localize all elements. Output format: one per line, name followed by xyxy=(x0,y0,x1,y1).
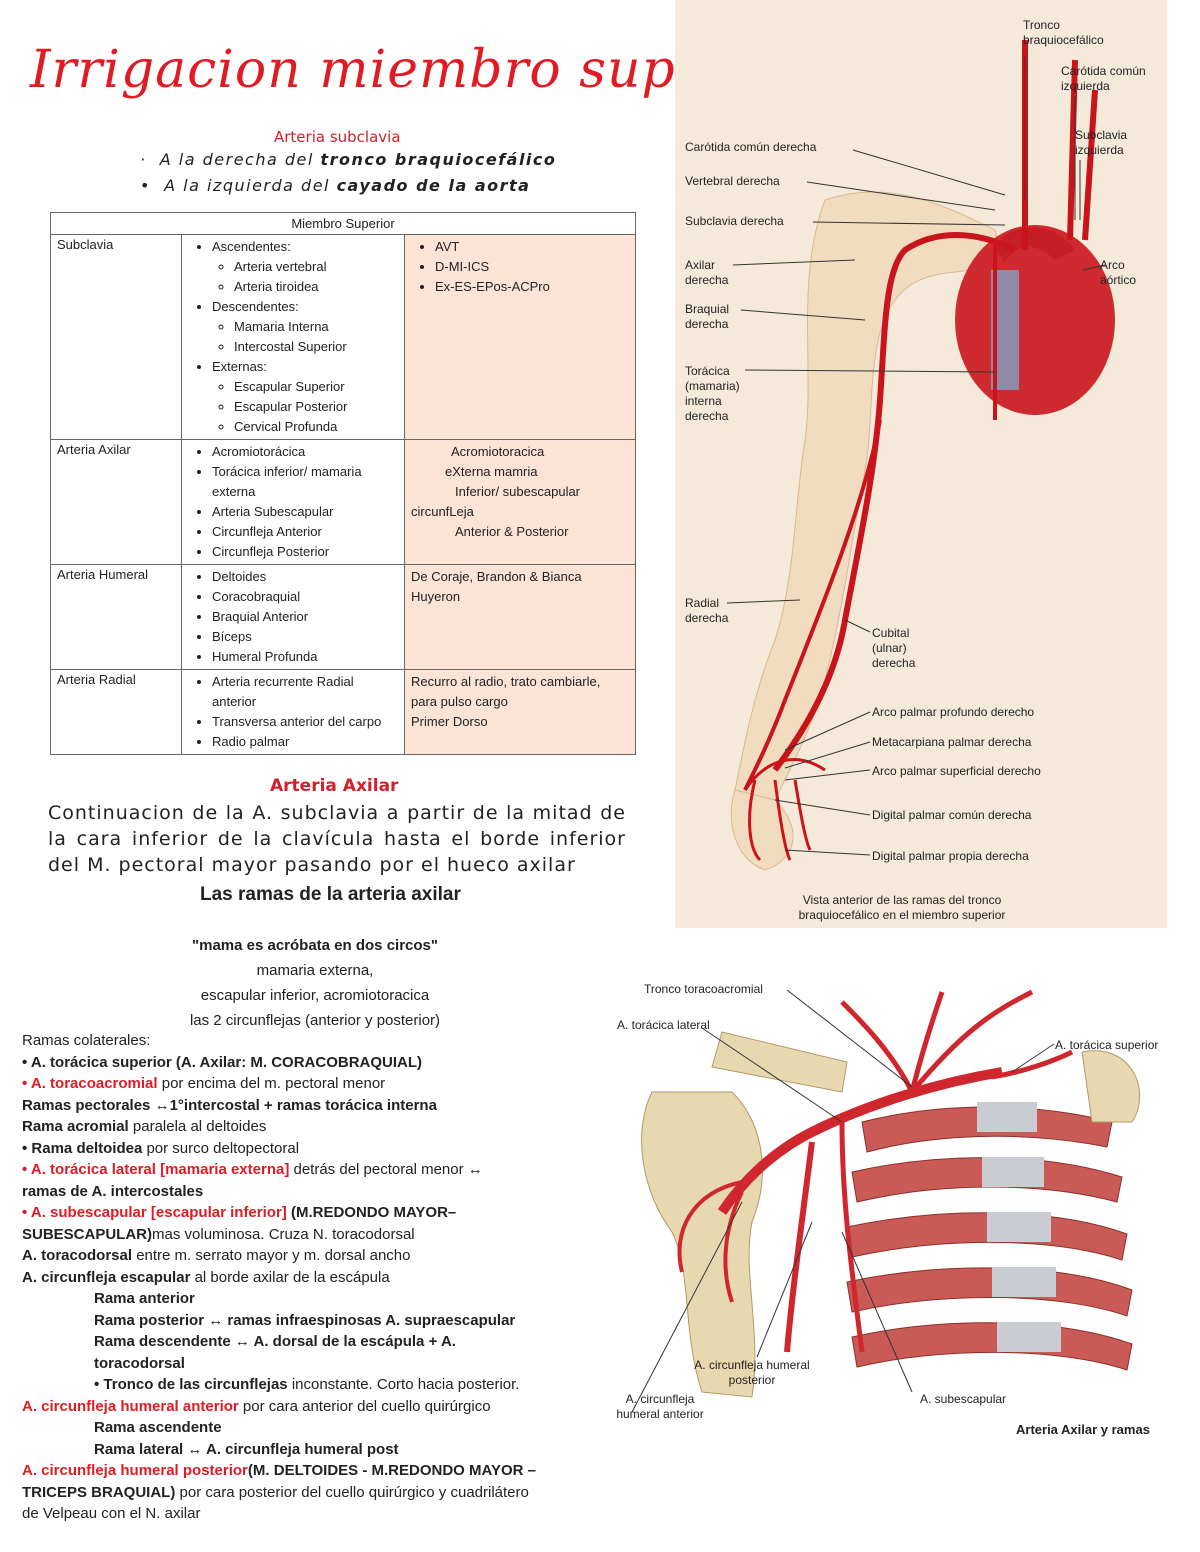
label-metacarpiana-palmar: Metacarpiana palmar derecha xyxy=(872,735,1032,749)
row-branches: Acromiotorácica Torácica inferior/ mamar… xyxy=(181,439,405,565)
label-digital-palmar-comun: Digital palmar común derecha xyxy=(872,808,1032,822)
label-circunfleja-anterior: A. circunfleja humeral anterior xyxy=(616,1392,704,1421)
label-carotida-derecha: Carótida común derecha xyxy=(685,140,817,154)
arm-arteries-figure: Tronco braquiocefálico Carótida común iz… xyxy=(675,0,1167,928)
table-row: Arteria Humeral Deltoides Coracobraquial… xyxy=(50,564,636,670)
table-row: Arteria Radial Arteria recurrente Radial… xyxy=(50,669,636,755)
label-arco-palmar-profundo: Arco palmar profundo derecho xyxy=(872,705,1035,719)
label-subclavia-derecha: Subclavia derecha xyxy=(685,214,784,228)
figure1-caption: Vista anterior de las ramas del tronco b… xyxy=(798,893,1006,922)
label-subclavia-izquierda: Subclavia izquierda xyxy=(1075,128,1128,157)
label-arco-aortico: Arco aórtico xyxy=(1100,258,1137,287)
label-tronco-braquiocefalico: Tronco braquiocefálico xyxy=(1023,18,1104,47)
label-toracica-lateral: A. torácica lateral xyxy=(617,1018,710,1032)
subclavia-item: · A la derecha del tronco braquiocefálic… xyxy=(140,150,557,169)
label-braquial-derecha: Braquial derecha xyxy=(685,302,730,331)
row-mnemonic: Recurro al radio, trato cambiarle, para … xyxy=(404,669,636,755)
label-digital-palmar-propia: Digital palmar propia derecha xyxy=(872,849,1029,863)
label-axilar-derecha: Axilar derecha xyxy=(685,258,729,287)
table-header: Miembro Superior xyxy=(50,212,636,235)
label-toracica-interna: Torácica (mamaria) interna derecha xyxy=(685,364,740,423)
label-subescapular: A. subescapular xyxy=(920,1392,1007,1406)
axilar-heading: Arteria Axilar xyxy=(270,776,399,796)
mnemonic-quote: "mama es acróbata en dos circos" mamaria… xyxy=(189,937,441,1029)
table-row: Subclavia Ascendentes: Arteria vertebral… xyxy=(50,234,636,440)
row-name: Arteria Radial xyxy=(50,669,182,755)
row-mnemonic: Acromiotoracica eXterna mamria Inferior/… xyxy=(404,439,636,565)
row-mnemonic: De Coraje, Brandon & Bianca Huyeron xyxy=(404,564,636,670)
label-toracica-superior: A. torácica superior xyxy=(1055,1038,1159,1052)
label-radial-derecha: Radial derecha xyxy=(685,596,729,625)
arteries-table: Miembro Superior Subclavia Ascendentes: … xyxy=(50,212,636,755)
row-branches: Arteria recurrente Radial anterior Trans… xyxy=(181,669,405,755)
figure2-caption: Arteria Axilar y ramas xyxy=(1016,1422,1150,1437)
label-tronco-toracoacromial: Tronco toracoacromial xyxy=(644,982,763,996)
collateral-notes: Ramas colaterales: • A. torácica superio… xyxy=(22,1032,536,1522)
subclavia-heading: Arteria subclavia xyxy=(274,128,401,146)
ramas-title: Las ramas de la arteria axilar xyxy=(200,884,461,905)
row-name: Arteria Axilar xyxy=(50,439,182,565)
label-vertebral-derecha: Vertebral derecha xyxy=(685,174,780,188)
axillary-illustration xyxy=(631,989,1141,1413)
row-mnemonic: AVT D-MI-ICS Ex-ES-EPos-ACPro xyxy=(404,234,636,440)
table-row: Arteria Axilar Acromiotorácica Torácica … xyxy=(50,439,636,565)
row-branches: Deltoides Coracobraquial Braquial Anteri… xyxy=(181,564,405,670)
axillary-artery-figure: Tronco toracoacromial A. torácica latera… xyxy=(612,972,1194,1442)
subclavia-item: • A la izquierda del cayado de la aorta xyxy=(140,176,531,195)
label-arco-palmar-superficial: Arco palmar superficial derecho xyxy=(872,764,1041,778)
axilar-paragraph: Continuacion de la A. subclavia a partir… xyxy=(48,802,626,876)
label-circunfleja-posterior: A. circunfleja humeral posterior xyxy=(694,1358,810,1387)
row-branches: Ascendentes: Arteria vertebralArteria ti… xyxy=(181,234,405,440)
label-cubital-derecha: Cubital (ulnar) derecha xyxy=(872,626,916,670)
row-name: Arteria Humeral xyxy=(50,564,182,670)
row-name: Subclavia xyxy=(50,234,182,440)
label-carotida-izquierda: Carótida común izquierda xyxy=(1061,64,1146,93)
arm-arteries-illustration xyxy=(726,40,1115,871)
